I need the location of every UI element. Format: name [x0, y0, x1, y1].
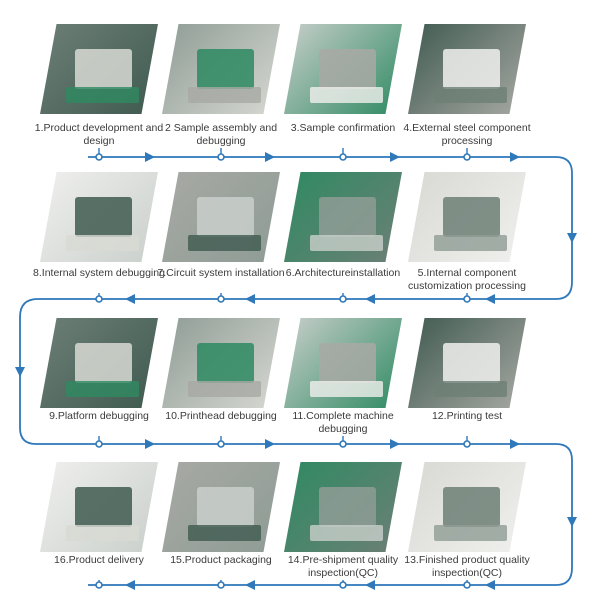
step-label: 4.External steel component processing — [403, 122, 531, 147]
delivery-truck-photo — [40, 462, 158, 552]
design-desk-photo — [40, 24, 158, 114]
step-label: 2 Sample assembly and debugging — [164, 122, 278, 147]
flow-node — [95, 295, 103, 303]
flow-node — [217, 295, 225, 303]
flow-node — [217, 581, 225, 589]
printhead-debug-photo — [162, 318, 280, 408]
flow-arrow-icon — [365, 294, 375, 304]
flow-node — [339, 295, 347, 303]
flow-arrow-icon — [125, 580, 135, 590]
step-label: 11.Complete machine debugging — [292, 410, 394, 435]
flow-arrow-icon — [390, 152, 400, 162]
office-team-photo — [284, 24, 402, 114]
step-label: 9.Platform debugging — [49, 410, 149, 422]
flow-node — [463, 440, 471, 448]
packaging-photo — [162, 462, 280, 552]
step-label: 14.Pre-shipment quality inspection(QC) — [287, 554, 399, 579]
flow-arrow-icon — [15, 367, 25, 377]
flow-arrow-icon — [145, 439, 155, 449]
flow-arrow-icon — [485, 580, 495, 590]
flow-node — [95, 581, 103, 589]
step-label: 12.Printing test — [431, 410, 503, 422]
printing-test-photo — [408, 318, 526, 408]
frame-installation-photo — [284, 172, 402, 262]
step-label: 15.Product packaging — [170, 554, 272, 566]
flow-arrow-icon — [567, 233, 577, 243]
platform-debug-photo — [40, 318, 158, 408]
steel-bending-photo — [408, 24, 526, 114]
flow-node — [217, 153, 225, 161]
flow-arrow-icon — [390, 439, 400, 449]
flow-arrow-icon — [485, 294, 495, 304]
finished-qc-photo — [408, 462, 526, 552]
flow-arrow-icon — [567, 517, 577, 527]
flow-arrow-icon — [265, 152, 275, 162]
flow-arrow-icon — [245, 580, 255, 590]
step-label: 6.Architectureinstallation — [285, 267, 401, 279]
step-label: 3.Sample confirmation — [290, 122, 396, 134]
flow-node — [217, 440, 225, 448]
preshipment-qc-photo — [284, 462, 402, 552]
flow-arrow-icon — [510, 152, 520, 162]
step-label: 13.Finished product quality inspection(Q… — [404, 554, 530, 579]
flow-arrow-icon — [365, 580, 375, 590]
step-label: 1.Product development and design — [34, 122, 164, 147]
step-label: 8.Internal system debugging — [33, 267, 165, 279]
machine-debug-photo — [284, 318, 402, 408]
flow-node — [95, 440, 103, 448]
flow-node — [95, 153, 103, 161]
flow-node — [463, 153, 471, 161]
circuit-installation-photo — [162, 172, 280, 262]
flow-node — [463, 581, 471, 589]
flow-arrow-icon — [245, 294, 255, 304]
flow-arrow-icon — [265, 439, 275, 449]
step-label: 16.Product delivery — [54, 554, 144, 566]
flow-node — [463, 295, 471, 303]
step-label: 7.Circuit system installation — [157, 267, 285, 279]
system-debug-photo — [40, 172, 158, 262]
flow-node — [339, 153, 347, 161]
step-label: 10.Printhead debugging — [165, 410, 277, 422]
flow-node — [339, 581, 347, 589]
laser-cutting-photo — [408, 172, 526, 262]
flow-arrow-icon — [125, 294, 135, 304]
assembly-photo — [162, 24, 280, 114]
flow-node — [339, 440, 347, 448]
flow-arrow-icon — [510, 439, 520, 449]
flow-arrow-icon — [145, 152, 155, 162]
step-label: 5.Internal component customization proce… — [408, 267, 526, 292]
